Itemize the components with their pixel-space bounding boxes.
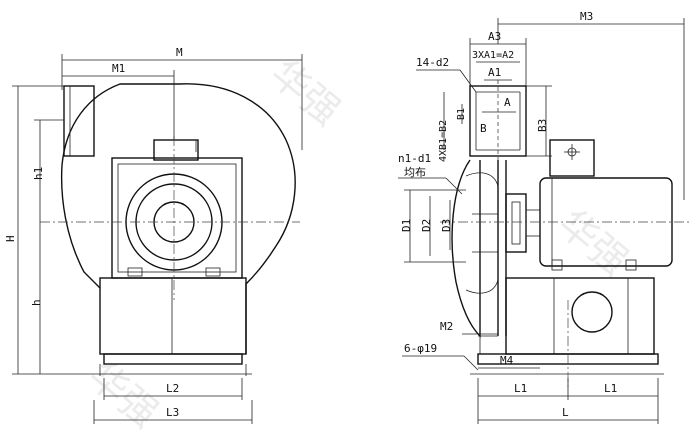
dim-M1-label: M1: [112, 62, 125, 75]
dim-uniform-label: 均布: [404, 166, 426, 179]
side-outlet-duct: [469, 85, 527, 157]
side-base-frame: [505, 277, 655, 355]
base-access-hole: [571, 291, 613, 333]
dim-L1a-label: L1: [514, 382, 527, 395]
outlet-duct: [63, 85, 95, 157]
terminal-box: [549, 139, 595, 177]
dim-M2-label: M2: [440, 320, 453, 333]
dim-B2-label: 4XB1=B2: [438, 120, 449, 162]
impeller-casing-side: [451, 159, 481, 338]
leader-d2-arrow: [459, 69, 477, 93]
dim-A-label: A: [504, 96, 511, 109]
watermark-text: 华强: [80, 353, 167, 436]
dim-D3-label: D3: [440, 219, 453, 232]
motor-foot-right: [205, 267, 221, 277]
dim-B-label: B: [480, 122, 487, 135]
shaft-extension: [525, 209, 541, 237]
dim-M4-label: M4: [500, 354, 514, 367]
dim-bolts-label: 6-φ19: [404, 342, 437, 355]
impeller-blade-bottom: [465, 251, 499, 294]
motor-foot-left: [127, 267, 143, 277]
watermark: 华强 华强 华强: [80, 51, 637, 436]
dim-L-label: L: [562, 406, 569, 419]
dim-A2-label: 3XA1=A2: [472, 50, 514, 61]
dim-d2-label: 14-d2: [416, 56, 449, 69]
dim-L3-label: L3: [166, 406, 179, 419]
dim-D2-label: D2: [420, 219, 433, 232]
top-cover: [153, 139, 199, 161]
watermark-text: 华强: [550, 201, 637, 284]
dim-M-label: M: [176, 46, 183, 59]
volute-casing-left: [60, 164, 101, 289]
dim-nd1-label: n1-d1: [398, 152, 431, 165]
front-view: M M1 H h1 h L2 L3: [4, 46, 303, 424]
base-frame: [99, 277, 247, 355]
base-foot: [103, 353, 243, 365]
dim-H-label: H: [4, 235, 17, 242]
dim-D1-label: D1: [400, 219, 413, 232]
volute-casing: [61, 83, 296, 354]
dim-B1-label: B1: [456, 108, 467, 120]
motor-foot-left: [551, 259, 563, 271]
dim-L1b-label: L1: [604, 382, 617, 395]
leader-bolts-arrow: [463, 355, 479, 371]
dim-A3-label: A3: [488, 30, 501, 43]
impeller-blade-top: [465, 172, 499, 215]
dim-L2-label: L2: [166, 382, 179, 395]
motor-foot-right: [625, 259, 637, 271]
coupling-insert: [511, 201, 521, 245]
side-view: A B M3: [398, 10, 690, 424]
dim-h1-label: h1: [32, 167, 45, 180]
leader-d1-arrow: [445, 177, 463, 195]
coupling-hub: [505, 193, 527, 253]
dim-B3-label: B3: [536, 119, 549, 132]
dim-M3-label: M3: [580, 10, 593, 23]
bearing-housing-inner: [117, 163, 237, 273]
dim-h-label: h: [30, 299, 43, 306]
dim-A1-label: A1: [488, 66, 501, 79]
